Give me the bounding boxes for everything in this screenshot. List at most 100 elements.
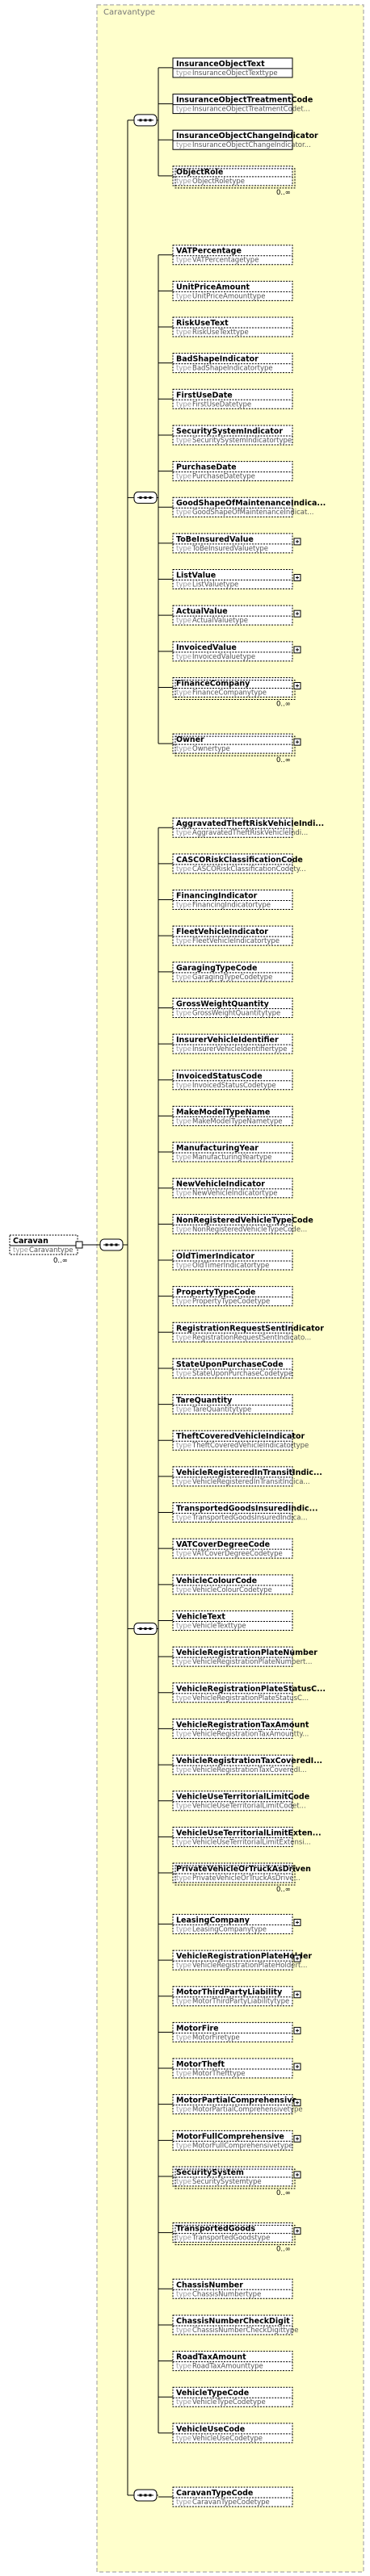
element-type-key: type <box>176 1442 191 1450</box>
group-sequence-icon-3-dot-2 <box>149 1627 152 1631</box>
element-box <box>172 1574 293 1595</box>
element-name: VehicleRegistrationPlateHolder <box>176 1952 312 1961</box>
element-type: TheftCoveredVehicleIndicatortype <box>191 1442 309 1450</box>
element-type: RiskUseTexttype <box>192 329 249 337</box>
element-box <box>172 2021 293 2042</box>
element-type-key: type <box>176 2235 191 2243</box>
element-box <box>172 1213 293 1234</box>
element-box <box>172 57 293 78</box>
element-box <box>172 2166 293 2187</box>
element-name: VehicleTypeCode <box>176 2389 249 2398</box>
root-element-name: Caravan <box>13 1237 48 1246</box>
element-type: SecuritySystemIndicatortype <box>192 437 292 445</box>
element-type-key: type <box>176 1766 191 1774</box>
element-name: FirstUseDate <box>176 391 233 400</box>
element-type-key: type <box>176 1694 191 1703</box>
element-name: CaravanTypeCode <box>176 2489 253 2498</box>
element-box <box>172 94 293 115</box>
complex-type-label: Caravantype <box>103 8 155 17</box>
element-type: ActualValuetype <box>192 617 248 625</box>
element-multi-shadow <box>174 735 296 756</box>
element-occurs: 0..∞ <box>276 2189 291 2197</box>
element-type-key: type <box>176 653 191 661</box>
element-name: VehicleUseTerritorialLimitExten... <box>176 1828 322 1837</box>
element-box <box>172 2094 293 2115</box>
element-type: NewVehicleIndicatortype <box>192 1190 278 1198</box>
element-box <box>172 496 293 517</box>
element-box <box>172 961 293 982</box>
element-type: VehicleRegisteredInTransitIndica... <box>192 1478 310 1486</box>
element-type: GaragingTypeCodetype <box>192 974 272 982</box>
element-occurs: 0..∞ <box>276 756 291 764</box>
element-type: ToBeInsuredValuetype <box>191 545 268 553</box>
element-type-key: type <box>176 473 191 481</box>
element-name: InsurerVehicleIdentifier <box>176 1036 279 1045</box>
element-type-key: type <box>176 937 191 945</box>
element-type-key: type <box>176 141 191 149</box>
element-box <box>172 2423 293 2444</box>
element-type-key: type <box>176 902 191 910</box>
element-box <box>172 2314 293 2335</box>
element-type-key: type <box>176 2327 191 2335</box>
element-name: MotorFullComprehensive <box>176 2132 284 2141</box>
element-type: TransportedGoodstype <box>191 2235 270 2243</box>
element-box <box>172 1791 293 1812</box>
element-type-key: type <box>176 745 191 753</box>
element-box <box>172 388 293 409</box>
element-box <box>172 733 293 754</box>
element-type: StateUponPurchaseCodetype <box>192 1370 292 1378</box>
element-type: InsuranceObjectTexttype <box>192 69 278 77</box>
element-type: PrivateVehicleOrTruckAsDrive... <box>192 1874 301 1883</box>
element-type-key: type <box>176 509 191 517</box>
element-type: RegistrationRequestSentIndicato... <box>192 1334 311 1342</box>
element-name: GrossWeightQuantity <box>176 999 270 1008</box>
group-sequence-icon-4-dot-2 <box>149 2494 152 2497</box>
element-name: GaragingTypeCode <box>176 964 257 973</box>
root-type: Caravantype <box>29 1246 73 1254</box>
element-multi-shadow <box>174 679 296 700</box>
element-type-key: type <box>176 1262 191 1270</box>
element-name: SecuritySystem <box>176 2168 244 2177</box>
element-name: VATPercentage <box>176 247 242 256</box>
element-box <box>172 2278 293 2299</box>
element-type-key: type <box>176 1082 191 1090</box>
element-type: FleetVehicleIndicatortype <box>192 937 280 945</box>
element-name: VehicleText <box>176 1612 225 1621</box>
element-type: InvoicedValuetype <box>192 653 255 661</box>
element-box <box>172 1430 293 1451</box>
element-type: VehicleRegistrationPlateStatusC... <box>192 1694 309 1703</box>
element-type: PropertyTypeCodetype <box>192 1298 270 1306</box>
element-type: VehicleTypeCodetype <box>192 2398 266 2406</box>
element-box <box>172 425 293 446</box>
element-type-key: type <box>176 2106 191 2114</box>
element-box <box>172 853 293 874</box>
element-type-key: type <box>176 1658 191 1666</box>
element-type: RoadTaxAmounttype <box>192 2363 263 2371</box>
element-name: InsuranceObjectTreatmentCode <box>176 96 313 105</box>
element-type: VATCoverDegreeCodetype <box>192 1550 283 1558</box>
element-box <box>172 2058 293 2079</box>
element-name: RoadTaxAmount <box>176 2353 246 2362</box>
element-box <box>172 1986 293 2007</box>
element-type-key: type <box>176 2034 191 2042</box>
element-box <box>172 1913 293 1934</box>
element-name: InsuranceObjectText <box>176 60 265 69</box>
element-type: VehicleColourCodetype <box>192 1586 272 1594</box>
element-name: InvoicedStatusCode <box>176 1072 263 1081</box>
element-name: InsuranceObjectChangeIndicator <box>176 132 318 140</box>
element-name: RiskUseText <box>176 319 229 328</box>
element-type: VehicleRegistrationPlateNumbert... <box>192 1658 313 1666</box>
element-box <box>172 569 293 590</box>
element-name: NonRegisteredVehicleTypeCode <box>176 1216 313 1225</box>
element-box <box>172 1178 293 1199</box>
element-name: VehicleColourCode <box>176 1577 257 1585</box>
element-type-key: type <box>176 1550 191 1558</box>
element-type: VehicleUseTerritorialLimitCodet... <box>192 1803 306 1811</box>
group-sequence-icon-3-dot-0 <box>139 1627 142 1631</box>
element-type-key: type <box>176 1874 191 1883</box>
element-name: TransportedGoodsInsuredIndic... <box>176 1505 318 1514</box>
element-occurs: 0..∞ <box>276 2246 291 2254</box>
element-name: Owner <box>176 735 204 744</box>
element-type-key: type <box>176 2178 191 2186</box>
